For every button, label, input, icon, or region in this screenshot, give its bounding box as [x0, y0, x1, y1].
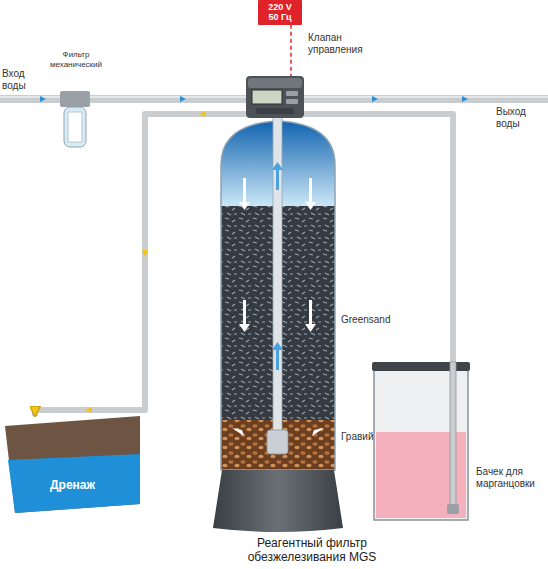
- control-valve-shape: [246, 76, 304, 118]
- node-text: Бачек для марганцовки: [476, 466, 544, 490]
- brine-tank: Бачек для марганцовки: [372, 362, 470, 522]
- outlet-label: Выход воды: [496, 106, 544, 130]
- node-text: 220 V 50 Гц: [262, 2, 298, 23]
- node-text: Дренаж: [5, 478, 140, 492]
- caption: Реагентный фильтр обезжелезивания MGS: [232, 536, 392, 565]
- pipe: [35, 114, 246, 416]
- node-text: Клапан управления: [308, 32, 378, 56]
- inlet-label: Вход воды: [2, 68, 38, 92]
- filter-label: Фильтр механический: [36, 50, 116, 69]
- control-valve: Клапан управления: [246, 76, 304, 118]
- power-box: 220 V 50 Гц: [258, 0, 302, 25]
- brine-tank-shape: [372, 362, 470, 522]
- pipe: [304, 114, 453, 362]
- power-wire: [290, 25, 292, 76]
- gravel-label: Гравий: [341, 431, 401, 443]
- drain: Дренаж: [5, 416, 140, 513]
- drain-shape: [5, 416, 140, 513]
- media-label: Greensand: [341, 314, 411, 326]
